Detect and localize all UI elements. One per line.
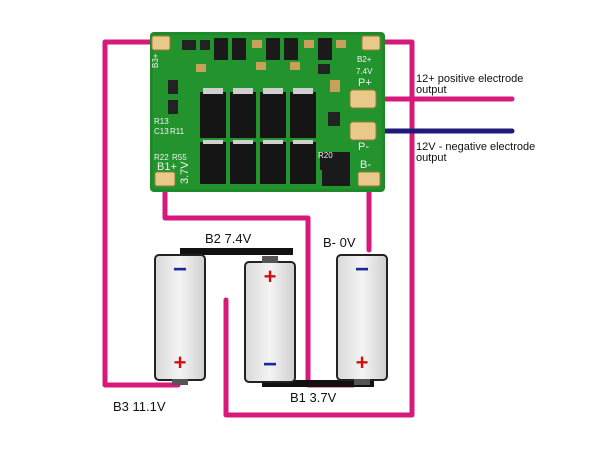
silk-3-7v: 3.7V [179, 161, 191, 184]
pad-p-plus [349, 89, 377, 109]
wire-b2 [223, 39, 415, 418]
pad-b3 [151, 35, 171, 51]
label-b2: B2 7.4V [205, 231, 252, 246]
bus-bar-b1 [262, 380, 374, 387]
silk-r11: R11 [170, 127, 185, 136]
pad-b1 [154, 171, 176, 187]
battery-cell-2: + − [244, 256, 296, 383]
silk-c13: C13 [154, 127, 169, 136]
silk-r20: R20 [318, 151, 333, 160]
pad-b2 [361, 35, 381, 51]
cell-2-minus: − [263, 351, 277, 378]
label-b-minus: B- 0V [323, 235, 356, 250]
mosfets-bottom-row [200, 140, 316, 184]
bms-board: B3+ B2+ 7.4V P+ P- B- B1+ 3.7V R22 R55 R… [150, 32, 385, 192]
silk-b2-plus: B2+ [357, 55, 372, 64]
silk-7-4v: 7.4V [356, 67, 373, 76]
silk-b-minus: B- [360, 159, 371, 171]
label-negative-output-line1: 12V - negative electrode [416, 141, 535, 153]
silk-p-minus: P- [358, 141, 369, 153]
cell-2-plus: + [264, 264, 277, 289]
battery-cell-1: − + [154, 254, 206, 385]
label-negative-output-line2: output [416, 152, 447, 164]
cell-1-plus: + [174, 350, 187, 375]
silk-b1-plus: B1+ [157, 161, 177, 173]
battery-cell-3: − + [336, 254, 388, 385]
pad-p-minus [349, 121, 377, 141]
cell-3-minus: − [355, 256, 369, 283]
silk-r55: R55 [172, 153, 187, 162]
top-components [168, 38, 346, 114]
wire-b3 [102, 39, 181, 388]
silk-b3-plus: B3+ [151, 53, 160, 68]
shunt-resistor [320, 152, 350, 170]
silk-p-plus: P+ [358, 77, 372, 89]
label-b3: B3 11.1V [113, 399, 166, 414]
pad-b-minus [357, 171, 381, 187]
cell-3-plus: + [356, 350, 369, 375]
label-b1: B1 3.7V [290, 390, 337, 405]
silk-r22: R22 [154, 153, 169, 162]
bus-bar-b2 [180, 248, 293, 255]
silk-r13: R13 [154, 117, 169, 126]
label-positive-output-line2: output [416, 84, 447, 96]
mosfets-top-row [200, 88, 316, 138]
label-positive-output-line1: 12+ positive electrode [416, 73, 523, 85]
cell-1-minus: − [173, 256, 187, 283]
